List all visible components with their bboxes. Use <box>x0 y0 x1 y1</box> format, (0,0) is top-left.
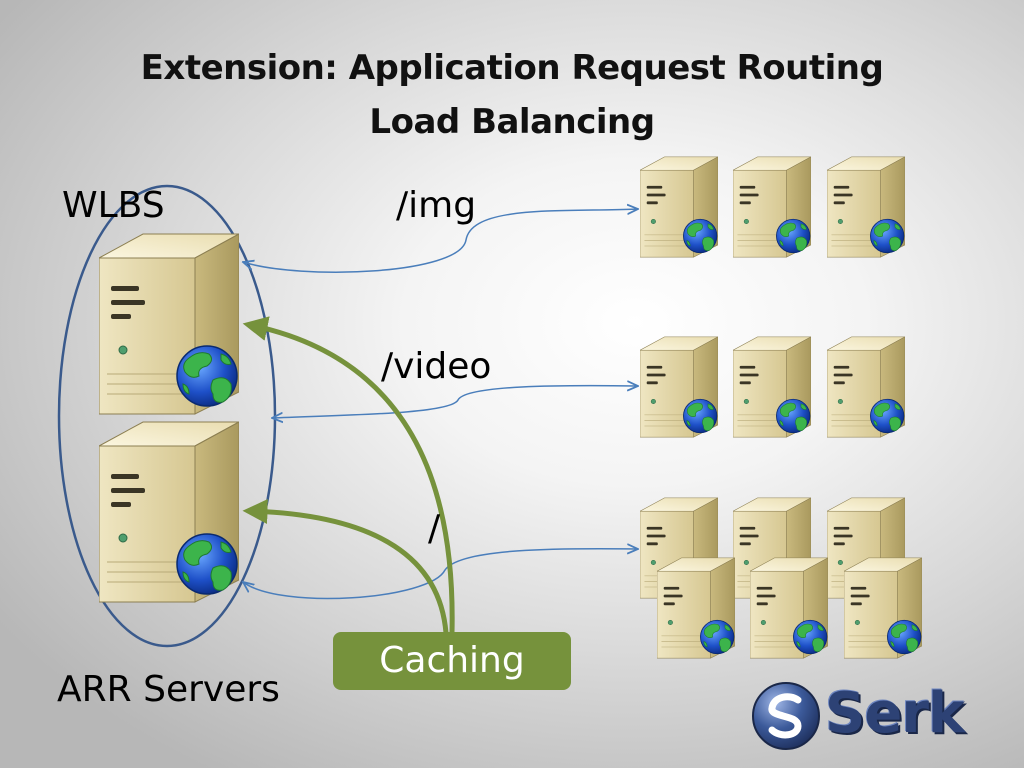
wlbs-label: WLBS <box>62 185 165 226</box>
route-video-label: /video <box>381 346 492 387</box>
img-server-farm <box>640 156 905 258</box>
video-server-farm <box>640 336 905 438</box>
serk-logo-icon <box>752 682 820 750</box>
root-server-5-icon <box>750 557 828 659</box>
caching-arrow-upper <box>242 316 455 634</box>
root-server-4-icon <box>657 557 735 659</box>
video-server-1-icon <box>640 336 718 438</box>
video-server-2-icon <box>733 336 811 438</box>
route-root-arrow <box>243 549 638 600</box>
route-video-arrow <box>272 386 638 418</box>
img-server-3-icon <box>827 156 905 258</box>
slide-title-line-2: Load Balancing <box>369 102 655 142</box>
route-img-label: /img <box>396 185 477 226</box>
video-server-3-icon <box>827 336 905 438</box>
route-img-arrow <box>243 209 638 273</box>
img-server-1-icon <box>640 156 718 258</box>
caching-arrow-lower <box>242 499 449 634</box>
arr-server-2-icon <box>99 421 239 603</box>
serk-logo: Serk <box>750 680 1000 750</box>
root-server-farm <box>640 497 922 659</box>
slide-title-line-1: Extension: Application Request Routing <box>140 48 884 88</box>
caching-box: Caching <box>333 632 571 690</box>
arr-server-1-icon <box>99 233 239 415</box>
arr-servers-label: ARR Servers <box>57 669 280 710</box>
root-server-6-icon <box>844 557 922 659</box>
serk-logo-text: Serk <box>825 681 965 746</box>
route-root-label: / <box>428 508 441 549</box>
img-server-2-icon <box>733 156 811 258</box>
